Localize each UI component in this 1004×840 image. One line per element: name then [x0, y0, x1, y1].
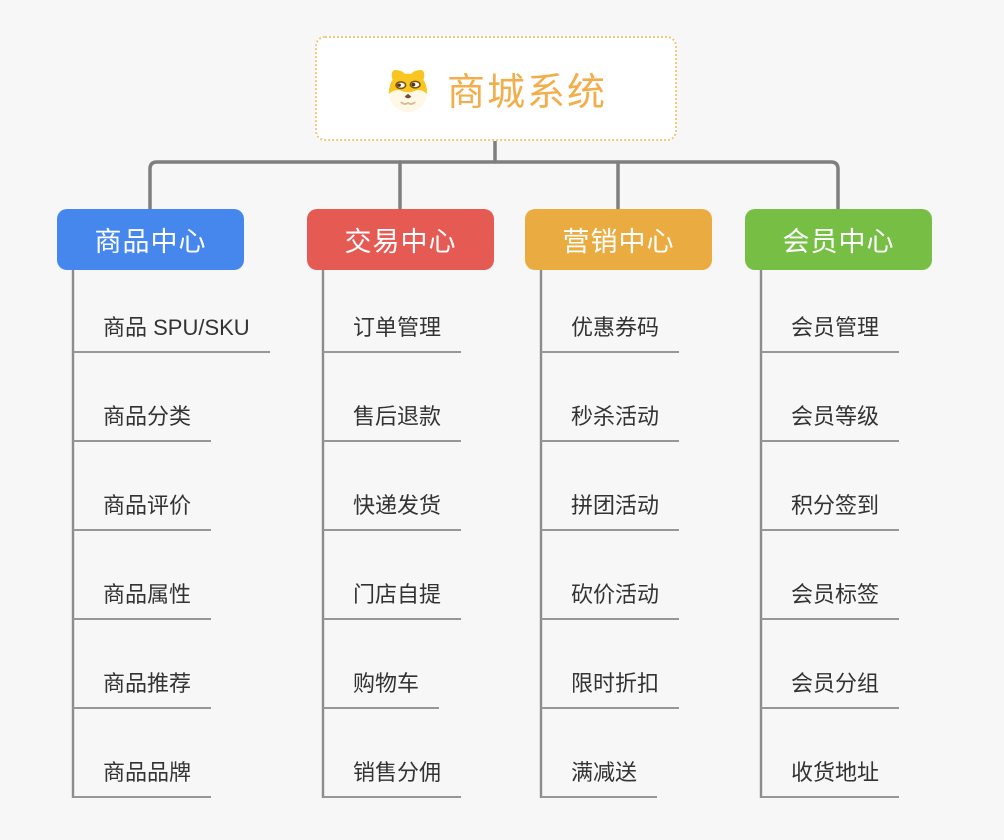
leaf-node[interactable]: 满减送 — [541, 757, 658, 798]
leaf-node[interactable]: 商品品牌 — [73, 757, 212, 798]
leaf-node[interactable]: 快递发货 — [323, 490, 462, 531]
branch-label: 会员中心 — [782, 227, 895, 257]
leaf-node[interactable]: 会员分组 — [761, 668, 900, 709]
leaf-node[interactable]: 销售分佣 — [323, 757, 462, 798]
leaf-node[interactable]: 门店自提 — [323, 579, 462, 620]
root-node-label: 商城系统 — [446, 72, 607, 114]
branch-label: 营销中心 — [562, 227, 675, 257]
branch-node-marketing-center[interactable]: 营销中心 — [525, 209, 712, 270]
leaf-node[interactable]: 积分签到 — [761, 490, 900, 531]
leaf-node[interactable]: 砍价活动 — [541, 579, 680, 620]
branch-node-product-center[interactable]: 商品中心 — [57, 209, 244, 270]
leaf-node[interactable]: 订单管理 — [323, 312, 462, 353]
branch-node-trade-center[interactable]: 交易中心 — [307, 209, 494, 270]
leaf-node[interactable]: 会员管理 — [761, 312, 900, 353]
branch-label: 商品中心 — [94, 227, 207, 257]
branch-node-member-center[interactable]: 会员中心 — [745, 209, 932, 270]
leaf-node[interactable]: 商品分类 — [73, 401, 212, 442]
leaf-node[interactable]: 售后退款 — [323, 401, 462, 442]
leaf-node[interactable]: 商品 SPU/SKU — [73, 312, 270, 353]
leaf-node[interactable]: 商品属性 — [73, 579, 212, 620]
leaf-node[interactable]: 秒杀活动 — [541, 401, 680, 442]
leaf-node[interactable]: 拼团活动 — [541, 490, 680, 531]
leaf-node[interactable]: 购物车 — [323, 668, 440, 709]
branch-label: 交易中心 — [344, 227, 457, 257]
leaf-node[interactable]: 限时折扣 — [541, 668, 680, 709]
leaf-node[interactable]: 会员标签 — [761, 579, 900, 620]
leaf-node[interactable]: 优惠券码 — [541, 312, 680, 353]
root-node[interactable]: 商城系统 — [315, 36, 677, 141]
leaf-node[interactable]: 收货地址 — [761, 757, 900, 798]
leaf-node[interactable]: 商品评价 — [73, 490, 212, 531]
leaf-node[interactable]: 商品推荐 — [73, 668, 212, 709]
leaf-node[interactable]: 会员等级 — [761, 401, 900, 442]
dog-face-icon — [388, 69, 428, 112]
